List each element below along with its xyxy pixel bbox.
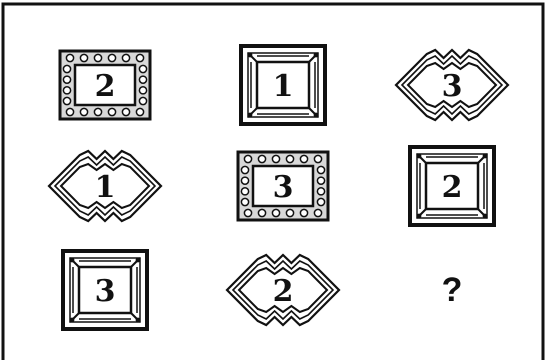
puzzle-cell-r2c2: 3 bbox=[238, 152, 328, 220]
cell-number: 3 bbox=[95, 274, 116, 309]
cell-number: 3 bbox=[273, 170, 294, 205]
cell-number: 1 bbox=[95, 170, 116, 205]
puzzle-cell-r2c1: 1 bbox=[49, 151, 161, 221]
cell-number: 3 bbox=[442, 69, 463, 104]
cell-number: 2 bbox=[273, 274, 294, 309]
cell-number: 2 bbox=[442, 170, 463, 205]
puzzle-cell-r3c2: 2 bbox=[227, 255, 339, 325]
puzzle-cell-r3c1: 3 bbox=[63, 251, 147, 329]
puzzle-cell-r1c3: 3 bbox=[396, 50, 508, 120]
puzzle-cell-r2c3: 2 bbox=[410, 147, 494, 225]
puzzle-cell-r3c3: ? bbox=[442, 271, 463, 309]
cell-number: 1 bbox=[273, 69, 294, 104]
question-mark: ? bbox=[442, 271, 463, 309]
cell-number: 2 bbox=[95, 69, 116, 104]
puzzle-cell-r1c2: 1 bbox=[241, 46, 325, 124]
puzzle-cell-r1c1: 2 bbox=[60, 51, 150, 119]
